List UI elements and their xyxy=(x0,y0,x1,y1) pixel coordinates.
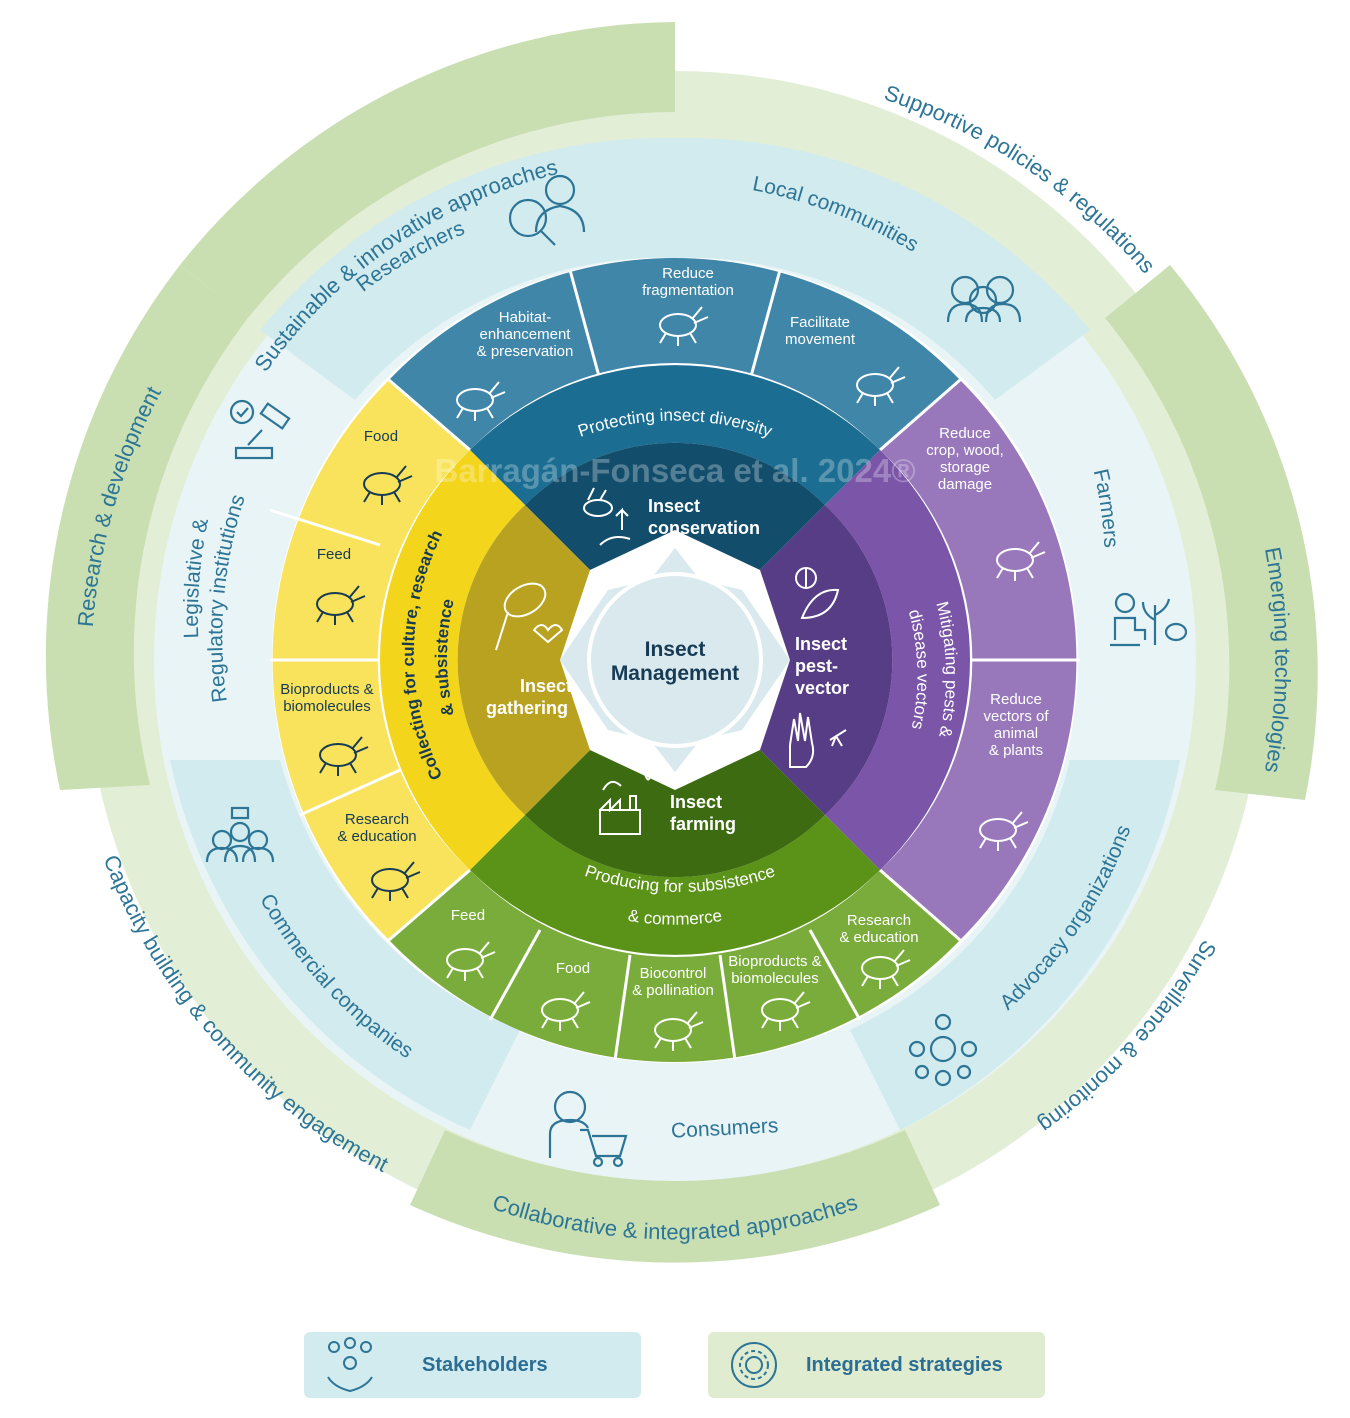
activity-purple-1-line1: Reduce xyxy=(939,425,991,442)
net-butterfly-icon xyxy=(495,582,564,651)
core-farming-line1: Insect xyxy=(670,792,722,812)
center-hub xyxy=(560,548,790,772)
bee-icon xyxy=(761,991,811,1031)
ladybug-leaf-icon xyxy=(795,567,840,620)
mosquito-aphid-icon xyxy=(979,811,1029,851)
legend-stakeholders-label: Stakeholders xyxy=(422,1353,548,1376)
mealworm-icon xyxy=(541,991,591,1031)
ladybug-icon xyxy=(654,1011,704,1051)
activity-yellow-4-line2: & education xyxy=(337,828,416,845)
activity-ring xyxy=(269,257,1080,1063)
goal-producing-line2: & commerce xyxy=(627,906,723,929)
activity-blue-1-line2: enhancement xyxy=(480,326,572,343)
activity-green-5-line2: & education xyxy=(839,929,918,946)
activity-yellow-3-line1: Bioproducts & xyxy=(280,681,373,698)
activity-green-2-line1: Food xyxy=(556,960,590,977)
activity-blue-2-line2: fragmentation xyxy=(642,282,734,299)
activity-yellow-4-line1: Research xyxy=(345,811,409,828)
core-conservation-line1: Insect xyxy=(648,496,700,516)
activity-blue-1-line3: & preservation xyxy=(477,343,574,360)
activity-yellow-3-line2: biomolecules xyxy=(283,698,371,715)
activity-yellow-2-line1: Feed xyxy=(317,546,351,563)
puzzle-icon xyxy=(659,306,709,346)
activity-purple-1-line2: crop, wood, xyxy=(926,442,1004,459)
activity-green-3-line1: Biocontrol xyxy=(640,965,707,982)
larva-icon xyxy=(446,941,496,981)
center-title-line1: Insect xyxy=(645,638,706,661)
activity-blue-2-line1: Reduce xyxy=(662,265,714,282)
stakeholder-consumers: Consumers xyxy=(670,1114,778,1143)
activity-blue-3-line1: Facilitate xyxy=(790,314,850,331)
watermark: Barragán-Fonseca et al. 2024® xyxy=(434,452,915,489)
legend-strategies-label: Integrated strategies xyxy=(806,1353,1003,1376)
shopper-icon xyxy=(548,1090,628,1168)
core-conservation-line2: conservation xyxy=(648,518,760,538)
activity-green-1-line1: Feed xyxy=(451,907,485,924)
hornet-icon xyxy=(371,861,421,901)
business-team-icon xyxy=(205,806,275,863)
activity-purple-2-line4: & plants xyxy=(989,742,1043,759)
legend-stakeholders: Stakeholders xyxy=(304,1332,641,1398)
activity-green-4-line2: biomolecules xyxy=(731,970,819,987)
grasshopper-beetle-moth-icon xyxy=(996,541,1046,581)
core-farming-line2: farming xyxy=(670,814,736,834)
network-icon xyxy=(908,1013,978,1087)
core-ring xyxy=(457,442,893,878)
community-icon xyxy=(946,275,1022,323)
globe-hands-icon xyxy=(456,381,506,421)
wasp-icon xyxy=(319,736,369,776)
core-gathering-line2: gathering xyxy=(486,698,568,718)
butterfly-icon xyxy=(861,949,911,989)
goal-ring xyxy=(379,365,970,955)
stakeholders-icon xyxy=(327,1337,373,1393)
farmer-icon xyxy=(1110,592,1188,647)
researcher-icon xyxy=(508,174,586,246)
activity-blue-3-line2: movement xyxy=(785,331,856,348)
stakeholder-ring xyxy=(154,137,1196,1181)
bee-plant-icon xyxy=(583,487,631,546)
activity-purple-2-line1: Reduce xyxy=(990,691,1042,708)
gear-cycle-icon xyxy=(731,1342,777,1388)
activity-green-3-line2: & pollination xyxy=(632,982,714,999)
core-pest-line1: Insect xyxy=(795,634,847,654)
activity-purple-1-line3: storage xyxy=(940,459,990,476)
termite-icon xyxy=(316,585,366,625)
core-gathering-line1: Insect xyxy=(520,676,572,696)
activity-green-5-line1: Research xyxy=(847,912,911,929)
activity-purple-2-line2: vectors of xyxy=(983,708,1049,725)
activity-green-4-line1: Bioproducts & xyxy=(728,953,821,970)
activity-purple-2-line3: animal xyxy=(994,725,1038,742)
core-pest-line3: vector xyxy=(795,678,849,698)
legend-strategies: Integrated strategies xyxy=(708,1332,1045,1398)
center-title-line2: Management xyxy=(611,662,739,685)
strategy-ring xyxy=(45,22,1318,1263)
hand-mosquito-icon xyxy=(789,712,847,768)
dragonfly-icon xyxy=(856,366,906,406)
larva-factory-icon xyxy=(599,756,655,835)
grasshopper-icon xyxy=(363,465,413,505)
gavel-icon xyxy=(229,399,291,460)
activity-yellow-1-line1: Food xyxy=(364,428,398,445)
activity-purple-1-line4: damage xyxy=(938,476,992,493)
core-pest-line2: pest- xyxy=(795,656,838,676)
activity-blue-1-line1: Habitat- xyxy=(499,309,552,326)
